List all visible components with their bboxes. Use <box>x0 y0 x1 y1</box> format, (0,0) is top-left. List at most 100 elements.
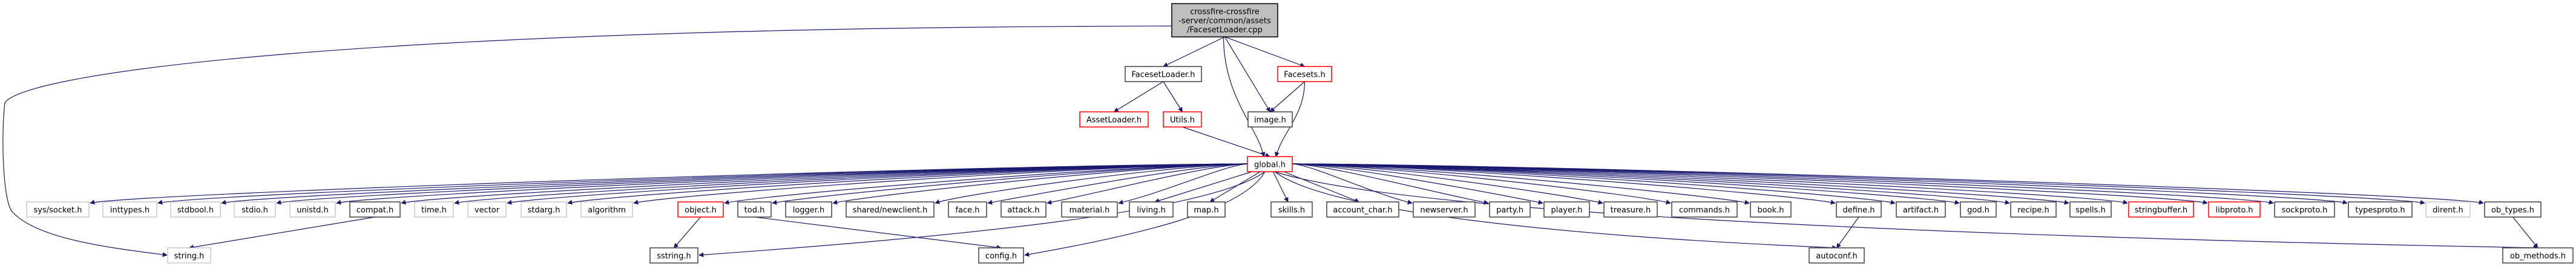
node-libproto-h[interactable]: libproto.h <box>2208 201 2261 218</box>
node-box <box>289 201 336 218</box>
node-label: -server/common/assets <box>1178 17 1271 26</box>
node-ob-types-h[interactable]: ob_types.h <box>2484 201 2542 218</box>
node-box <box>2348 201 2413 218</box>
node-god-h[interactable]: god.h <box>1960 201 1997 218</box>
node-time-h: time.h <box>414 201 454 218</box>
node-label: define.h <box>1842 206 1874 215</box>
node-facesetloader-h[interactable]: FacesetLoader.h <box>1125 66 1202 82</box>
node-facesets-h[interactable]: Facesets.h <box>1277 66 1332 82</box>
node-box <box>1129 201 1174 218</box>
node-box <box>2010 201 2057 218</box>
node-global-h[interactable]: global.h <box>1247 156 1293 172</box>
node-box <box>1836 201 1882 218</box>
node-ob-methods-h[interactable]: ob_methods.h <box>2502 247 2574 264</box>
edge-global_h-to-autoconf_h <box>1274 171 1838 250</box>
edge-global_h-to-newserver_h <box>1292 163 1413 205</box>
node-face-h[interactable]: face.h <box>948 201 987 218</box>
node-tod-h[interactable]: tod.h <box>737 201 772 218</box>
node-recipe-h[interactable]: recipe.h <box>2010 201 2057 218</box>
node-config-h[interactable]: config.h <box>978 247 1024 264</box>
node-box <box>170 201 221 218</box>
node-party-h[interactable]: party.h <box>1489 201 1531 218</box>
edge-root-to-string_h <box>2 25 1172 258</box>
node-compat-h[interactable]: compat.h <box>349 201 401 218</box>
node-box <box>414 201 454 218</box>
node-box <box>1163 111 1202 128</box>
node-box <box>2274 201 2335 218</box>
node-image-h[interactable]: image.h <box>1247 111 1293 128</box>
node-box <box>1326 201 1399 218</box>
node-label: Facesets.h <box>1284 71 1325 80</box>
node-stdarg-h: stdarg.h <box>521 201 567 218</box>
node-utils-h[interactable]: Utils.h <box>1163 111 1202 128</box>
node-root[interactable]: crossfire-crossfire-server/common/assets… <box>1171 3 1278 37</box>
node-box <box>580 201 633 218</box>
edge-global_h-to-stdio_h <box>276 163 1248 205</box>
node-material-h[interactable]: material.h <box>1061 201 1118 218</box>
node-box <box>1603 201 1658 218</box>
node-player-h[interactable]: player.h <box>1543 201 1590 218</box>
node-spells-h[interactable]: spells.h <box>2069 201 2112 218</box>
node-label: recipe.h <box>2017 206 2049 215</box>
edge-FacesetLoader_h-to-Utils_h <box>1163 81 1183 112</box>
edge-global_h-to-commands_h <box>1292 163 1671 205</box>
node-newclient-h[interactable]: shared/newclient.h <box>846 201 935 218</box>
node-box <box>978 247 1024 264</box>
node-label: crossfire-crossfire <box>1190 8 1260 17</box>
node-box <box>677 201 724 218</box>
node-label: stdio.h <box>242 206 268 215</box>
node-box <box>1543 201 1590 218</box>
node-box <box>349 201 401 218</box>
node-label: face.h <box>955 206 979 215</box>
node-label: dirent.h <box>2433 206 2463 215</box>
node-box <box>102 201 157 218</box>
node-label: account_char.h <box>1333 206 1392 215</box>
node-label: /FacesetLoader.cpp <box>1187 26 1263 35</box>
edge-global_h-to-face_h <box>987 163 1248 205</box>
node-typesproto-h[interactable]: typesproto.h <box>2348 201 2413 218</box>
edge-Facesets_h-to-image_h <box>1269 81 1305 112</box>
edge-global_h-to-config_h <box>1024 171 1266 257</box>
node-autoconf-h[interactable]: autoconf.h <box>1809 247 1865 264</box>
node-box <box>1809 247 1865 264</box>
node-commands-h[interactable]: commands.h <box>1671 201 1738 218</box>
edge-object_h-to-sstring_h <box>673 216 701 248</box>
node-define-h[interactable]: define.h <box>1836 201 1882 218</box>
node-logger-h[interactable]: logger.h <box>785 201 832 218</box>
node-assetloader-h[interactable]: AssetLoader.h <box>1079 111 1149 128</box>
node-box <box>26 201 90 218</box>
node-box <box>2502 247 2574 264</box>
node-object-h[interactable]: object.h <box>677 201 724 218</box>
node-label: config.h <box>985 252 1017 261</box>
node-box <box>1061 201 1118 218</box>
node-book-h[interactable]: book.h <box>1750 201 1792 218</box>
edge-global_h-to-logger_h <box>832 163 1248 205</box>
node-box <box>1187 201 1226 218</box>
node-skills-h[interactable]: skills.h <box>1270 201 1313 218</box>
node-label: treasure.h <box>1611 206 1651 215</box>
node-box <box>521 201 567 218</box>
node-map-h[interactable]: map.h <box>1187 201 1226 218</box>
node-box <box>234 201 276 218</box>
node-stringbuffer-h[interactable]: stringbuffer.h <box>2128 201 2194 218</box>
node-account-char-h[interactable]: account_char.h <box>1326 201 1399 218</box>
node-box <box>1489 201 1531 218</box>
edge-compat_h-to-string_h <box>188 216 375 250</box>
node-attack-h[interactable]: attack.h <box>1000 201 1046 218</box>
node-box <box>737 201 772 218</box>
node-living-h[interactable]: living.h <box>1129 201 1174 218</box>
node-label: map.h <box>1194 206 1218 215</box>
edge-FacesetLoader_h-to-AssetLoader_h <box>1113 81 1164 112</box>
node-box <box>1270 201 1313 218</box>
node-artifact-h[interactable]: artifact.h <box>1896 201 1946 218</box>
edge-global_h-to-ob_types_h <box>1292 163 2484 205</box>
node-newserver-h[interactable]: newserver.h <box>1413 201 1476 218</box>
node-sockproto-h[interactable]: sockproto.h <box>2274 201 2335 218</box>
edge-Utils_h-to-global_h <box>1182 126 1270 158</box>
edge-global_h-to-book_h <box>1292 163 1750 205</box>
node-box <box>1000 201 1046 218</box>
node-label: FacesetLoader.h <box>1132 71 1195 80</box>
node-sstring-h[interactable]: sstring.h <box>649 247 698 264</box>
node-treasure-h[interactable]: treasure.h <box>1603 201 1658 218</box>
